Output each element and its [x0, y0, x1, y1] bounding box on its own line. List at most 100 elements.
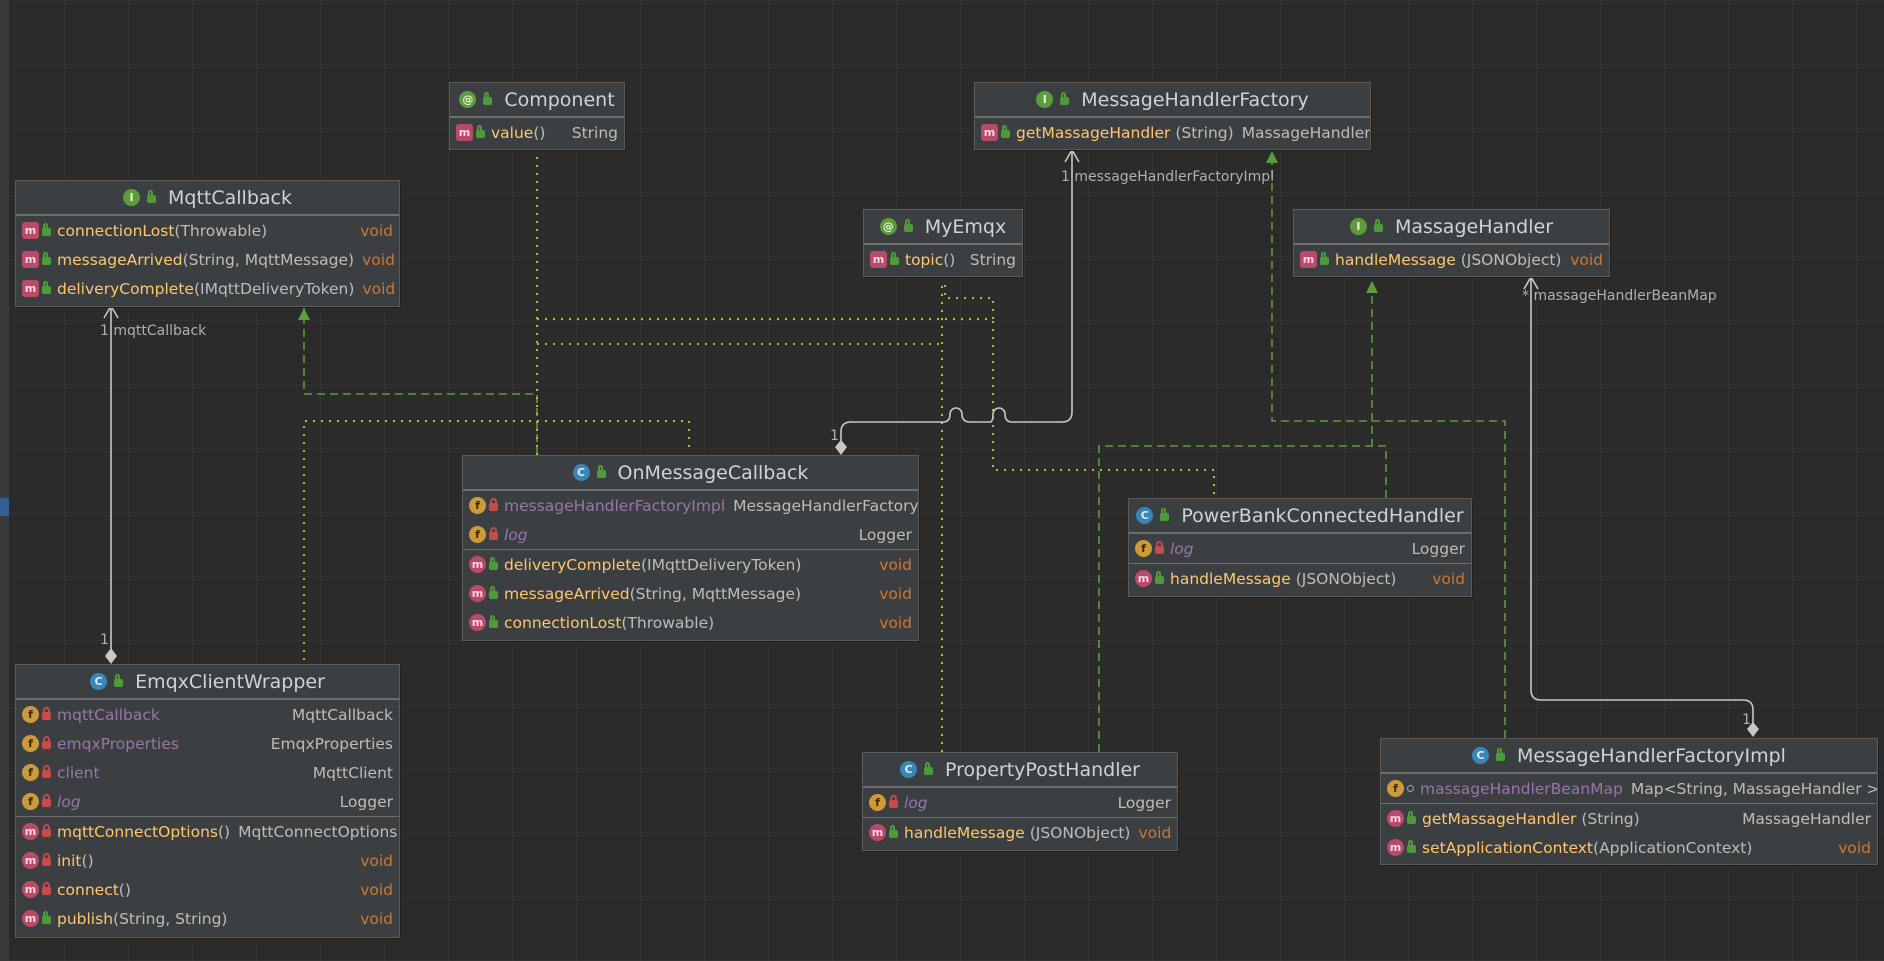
public-icon [903, 219, 913, 232]
field-row[interactable]: f log Logger [463, 520, 918, 549]
public-icon [42, 281, 51, 294]
method-row[interactable]: m messageArrived(String, MqttMessage) vo… [16, 245, 399, 274]
public-icon [1320, 252, 1329, 265]
method-row[interactable]: m mqttConnectOptions() MqttConnectOption… [16, 817, 399, 846]
edge-powerbank-implements-massagehandler [1371, 285, 1387, 498]
method-row[interactable]: m messageArrived(String, MqttMessage) vo… [463, 579, 918, 608]
node-header: C PowerBankConnectedHandler [1129, 499, 1471, 533]
method-row[interactable]: m publish(String, String) void [16, 904, 399, 933]
method-name: deliveryComplete [504, 555, 641, 574]
static-field-icon: f [1135, 540, 1152, 557]
edge-onmessagecallback-has-factory [840, 152, 1073, 446]
method-row[interactable]: m value() String [450, 118, 624, 147]
method-row[interactable]: m handleMessage (JSONObject) void [1129, 564, 1471, 593]
method-icon: m [1387, 839, 1404, 856]
method-name: messageArrived [504, 584, 630, 603]
method-name: handleMessage [1335, 250, 1456, 269]
method-name: getMassageHandler [1422, 809, 1577, 828]
method-params: () [218, 822, 231, 841]
method-name: init [57, 851, 82, 870]
field-icon: f [22, 706, 39, 723]
method-row[interactable]: m setApplicationContext(ApplicationConte… [1381, 833, 1877, 862]
private-icon [889, 795, 898, 808]
node-on-message-callback[interactable]: C OnMessageCallback f messageHandlerFact… [462, 455, 919, 641]
method-row[interactable]: m handleMessage (JSONObject) void [1294, 245, 1609, 274]
method-type: String [571, 123, 618, 142]
field-row[interactable]: f log Logger [1129, 534, 1471, 563]
label-mqtt-callback: 1 mqttCallback [100, 323, 207, 339]
private-icon [42, 853, 51, 866]
field-type: Logger [1117, 793, 1171, 812]
method-row[interactable]: m getMassageHandler (String) MassageHand… [1381, 804, 1877, 833]
field-row[interactable]: f messageHandlerFactoryImpl MessageHandl… [463, 491, 918, 520]
method-abstract-icon: m [22, 251, 39, 268]
public-icon [1155, 571, 1164, 584]
public-icon [1373, 219, 1383, 232]
node-header: I MassageHandler [1294, 210, 1609, 244]
field-row[interactable]: f emqxProperties EmqxProperties [16, 729, 399, 758]
method-row[interactable]: m deliveryComplete(IMqttDeliveryToken) v… [16, 274, 399, 303]
public-icon [596, 465, 606, 478]
method-type: void [879, 584, 912, 603]
method-type: void [1570, 250, 1603, 269]
field-row[interactable]: f log Logger [16, 787, 399, 816]
node-message-handler-factory[interactable]: I MessageHandlerFactory m getMassageHand… [974, 82, 1371, 150]
node-title: MyEmqx [924, 215, 1007, 238]
field-row[interactable]: f client MqttClient [16, 758, 399, 787]
private-icon [42, 824, 51, 837]
public-icon [147, 190, 156, 203]
method-row[interactable]: m handleMessage (JSONObject) void [863, 818, 1177, 847]
method-params: (String, MqttMessage) [182, 250, 355, 269]
node-massage-handler[interactable]: I MassageHandler m handleMessage (JSONOb… [1293, 209, 1610, 277]
interface-icon: I [1036, 91, 1054, 108]
node-power-bank-connected-handler[interactable]: C PowerBankConnectedHandler f log Logger… [1128, 498, 1472, 597]
method-abstract-icon: m [1300, 251, 1317, 268]
field-row[interactable]: f log Logger [863, 788, 1177, 817]
node-mqtt-callback[interactable]: I MqttCallback m connectionLost(Throwabl… [15, 180, 400, 307]
method-abstract-icon: m [981, 124, 998, 141]
method-name: setApplicationContext [1422, 838, 1594, 857]
method-type: void [362, 250, 395, 269]
node-emqx-client-wrapper[interactable]: C EmqxClientWrapper f mqttCallback MqttC… [15, 664, 400, 938]
node-my-emqx[interactable]: @ MyEmqx m topic() String [863, 209, 1023, 277]
node-component[interactable]: @ Component m value() String [449, 82, 625, 150]
public-icon [483, 92, 493, 105]
private-icon [42, 794, 51, 807]
method-row[interactable]: m init() void [16, 846, 399, 875]
field-name: log [504, 525, 528, 544]
node-property-post-handler[interactable]: C PropertyPostHandler f log Logger m han… [862, 752, 1178, 851]
method-row[interactable]: m getMassageHandler (String) MassageHand… [975, 118, 1370, 147]
private-icon [489, 498, 498, 511]
field-type: EmqxProperties [270, 734, 393, 753]
edge-onmessagecallback-implements-mqttcallback [303, 308, 538, 455]
method-row[interactable]: m topic() String [864, 245, 1022, 274]
field-name: massageHandlerBeanMap [1420, 779, 1623, 798]
field-type: Logger [858, 525, 912, 544]
node-message-handler-factory-impl[interactable]: C MessageHandlerFactoryImpl f massageHan… [1380, 738, 1878, 865]
node-title: MessageHandlerFactoryImpl [1517, 744, 1786, 767]
field-row[interactable]: f mqttCallback MqttCallback [16, 700, 399, 729]
field-type: Logger [339, 792, 393, 811]
method-row[interactable]: m connectionLost(Throwable) void [16, 216, 399, 245]
method-type: void [360, 851, 393, 870]
method-row[interactable]: m connectionLost(Throwable) void [463, 608, 918, 637]
public-icon [476, 125, 485, 138]
method-row[interactable]: m connect() void [16, 875, 399, 904]
public-icon [889, 825, 898, 838]
field-icon: f [1387, 780, 1404, 797]
method-params: (IMqttDeliveryToken) [640, 555, 802, 574]
label-one-emqx: 1 [100, 632, 109, 648]
method-type: void [360, 221, 393, 240]
method-row[interactable]: m deliveryComplete(IMqttDeliveryToken) v… [463, 550, 918, 579]
method-name: messageArrived [57, 250, 183, 269]
node-header: @ Component [450, 83, 624, 117]
node-header: C OnMessageCallback [463, 456, 918, 490]
method-params: (String, MqttMessage) [629, 584, 802, 603]
method-type: MassageHandler [1241, 123, 1371, 142]
method-params: (JSONObject) [1460, 250, 1562, 269]
method-type: void [360, 909, 393, 928]
method-abstract-icon: m [22, 280, 39, 297]
method-params: () [118, 880, 131, 899]
method-params: (String, String) [113, 909, 228, 928]
field-row[interactable]: f massageHandlerBeanMap Map<String, Mass… [1381, 774, 1877, 803]
